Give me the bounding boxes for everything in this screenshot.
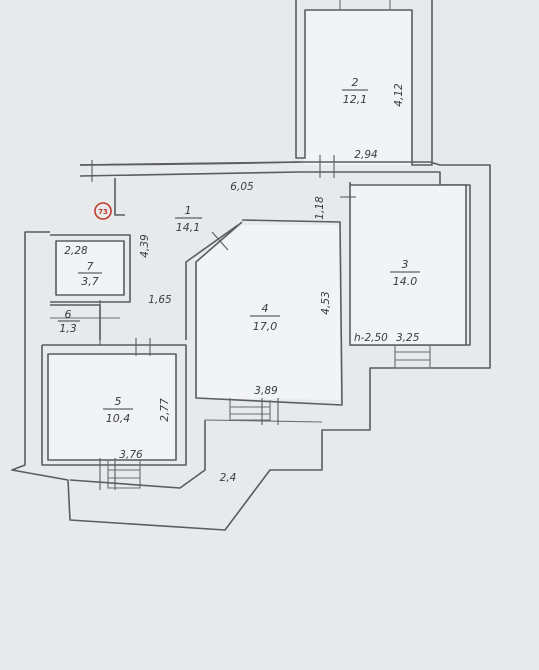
room-number: 7 <box>87 260 94 273</box>
room-number: 4 <box>262 302 269 315</box>
room-label-5: 5 10,4 <box>103 395 133 425</box>
dim-4-12: 4,12 <box>393 83 405 107</box>
room-area: 14.0 <box>393 275 418 288</box>
room-number: 1 <box>185 204 192 217</box>
dim-4-39: 4,39 <box>139 234 151 258</box>
room-number: 3 <box>402 258 409 271</box>
dim-2-77: 2,77 <box>159 398 171 422</box>
apartment-marker: 73 <box>94 202 112 220</box>
room-number: 2 <box>352 76 359 89</box>
room-area: 10,4 <box>106 412 131 425</box>
room-7 <box>50 234 131 303</box>
room-area: 17,0 <box>253 320 278 333</box>
loggia <box>69 419 323 489</box>
dim-4-53: 4,53 <box>320 291 332 314</box>
room-number: 5 <box>115 395 122 408</box>
dimension-labels: 6,05 1,18 4,12 2,94 4,39 2,28 1,65 4,53 … <box>64 83 419 484</box>
room-label-3: 3 14.0 <box>390 258 420 288</box>
dim-2-28: 2,28 <box>64 245 88 257</box>
dim-1-65: 1,65 <box>148 294 172 306</box>
dim-3-76: 3,76 <box>119 449 143 461</box>
dim-6-05: 6,05 <box>230 181 254 193</box>
dim-3-89: 3,89 <box>254 385 278 397</box>
room-label-4: 4 17,0 <box>250 302 280 333</box>
dim-3-25: 3,25 <box>396 332 420 344</box>
room-2-walls <box>295 0 433 166</box>
room-area: 12,1 <box>343 93 368 106</box>
room-3 <box>349 182 467 369</box>
door-ticks <box>91 155 356 490</box>
room-area: 3,7 <box>81 275 99 288</box>
room-label-2: 2 12,1 <box>342 76 368 106</box>
dim-1-18: 1,18 <box>314 196 326 220</box>
room-label-6: 6 1,3 <box>58 308 80 335</box>
room-5 <box>41 344 187 489</box>
dim-2-94: 2,94 <box>354 149 377 161</box>
room-label-7: 7 3,7 <box>78 260 102 288</box>
apartment-number: 73 <box>98 208 108 216</box>
room-1 <box>114 178 239 340</box>
dim-2-4: 2,4 <box>220 472 237 484</box>
room-number: 6 <box>65 308 72 321</box>
room-label-1: 1 14,1 <box>175 204 202 234</box>
ceiling-height: h-2,50 <box>354 332 388 344</box>
room-4 <box>195 219 343 421</box>
room-area: 14,1 <box>176 221 201 234</box>
room-area: 1,3 <box>59 322 77 335</box>
